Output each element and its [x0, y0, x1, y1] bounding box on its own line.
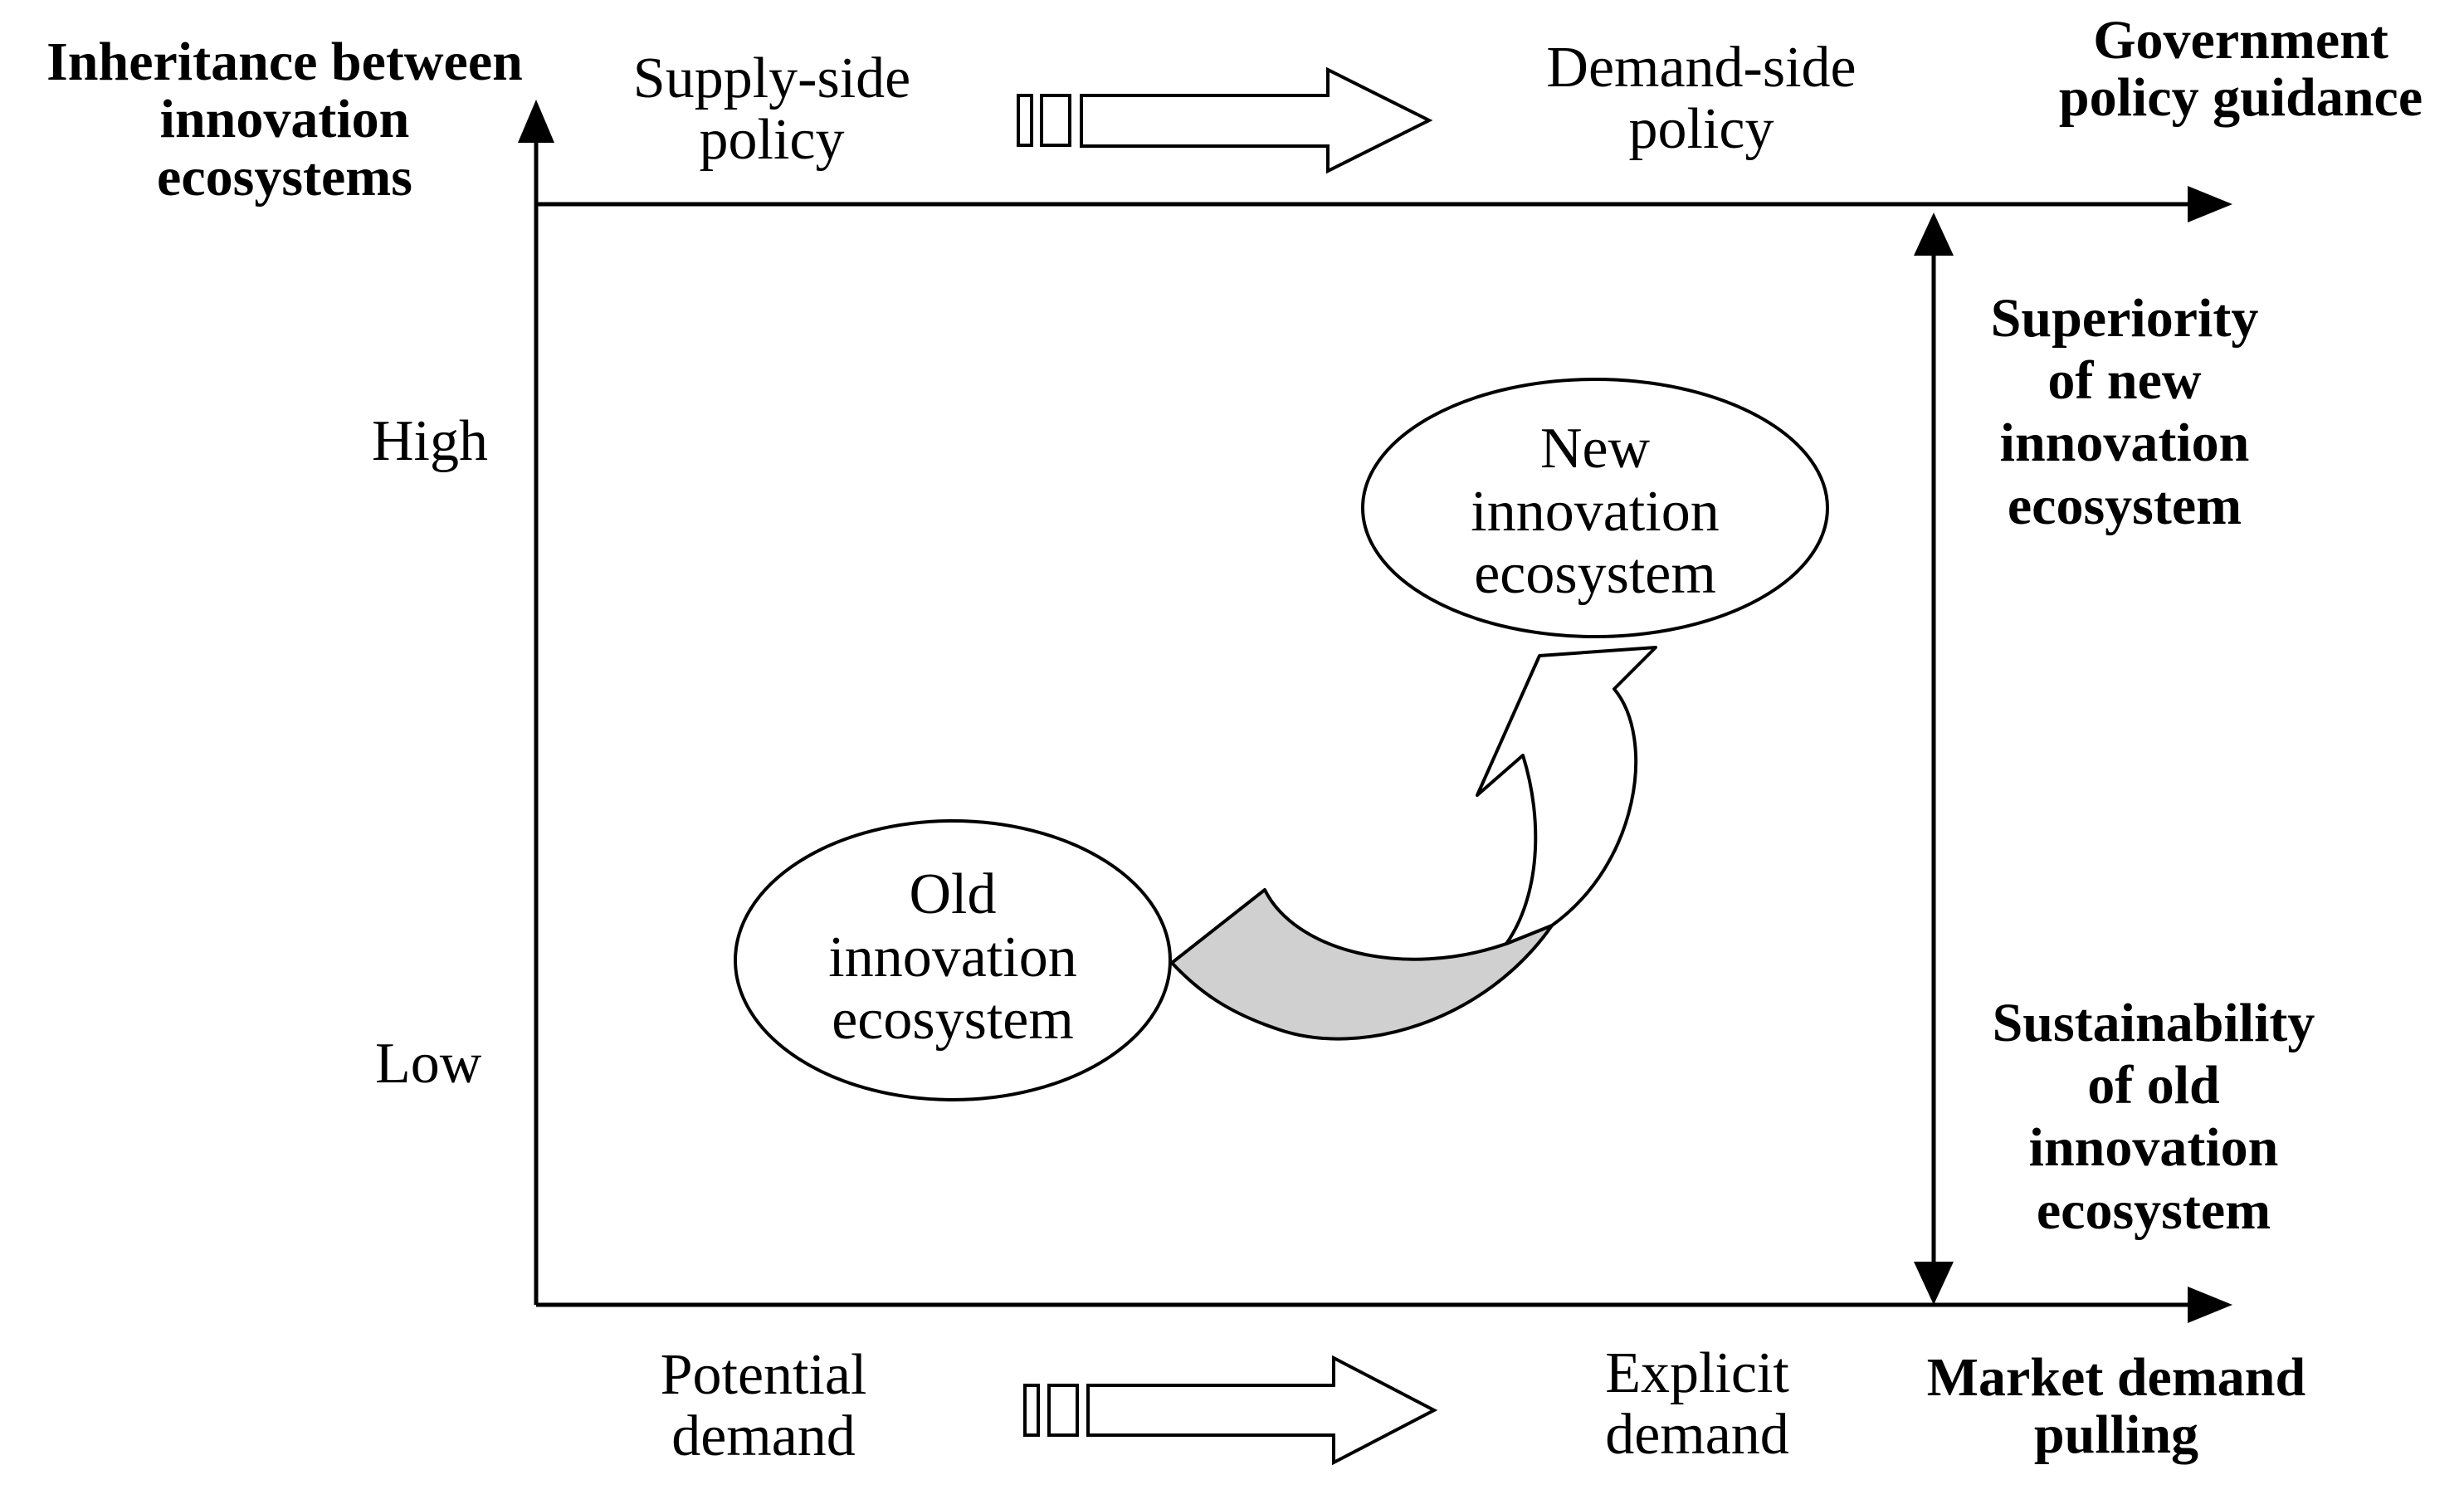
- top-axis-title: Government policy guidance: [2017, 12, 2464, 127]
- superiority-line-2: of new: [2047, 350, 2202, 412]
- curved-arrow-body: [1476, 646, 1657, 945]
- old-ecosystem-ellipse: [734, 819, 1172, 1101]
- new-ecosystem-ellipse: [1361, 378, 1829, 638]
- right-arrow-up-head: [1914, 212, 1954, 256]
- new-ecosystem-line-2: innovation: [1471, 479, 1720, 544]
- old-ecosystem-line-2: innovation: [828, 925, 1077, 989]
- new-ecosystem-line-3: ecosystem: [1474, 542, 1716, 607]
- bottom-axis-title-line-1: Market demand: [1926, 1347, 2306, 1408]
- bottom-block-arrow-body: [1086, 1355, 1438, 1466]
- superiority-line-4: ecosystem: [2007, 475, 2242, 536]
- explicit-demand-line-2: demand: [1605, 1402, 1789, 1467]
- superiority-label: Superiority of new innovation ecosystem: [1950, 287, 2299, 537]
- explicit-demand-line-1: Explicit: [1605, 1341, 1789, 1405]
- potential-demand-line-2: demand: [671, 1404, 856, 1468]
- old-ecosystem-line-1: Old: [909, 862, 997, 926]
- bottom-axis-title: Market demand pulling: [1859, 1349, 2374, 1464]
- top-block-arrow-bar-2: [1040, 94, 1071, 147]
- top-axis-title-line-2: policy guidance: [2058, 67, 2423, 129]
- top-block-arrow-body: [1080, 66, 1433, 174]
- new-ecosystem-line-1: New: [1539, 417, 1651, 481]
- bottom-block-arrow: [1023, 1355, 1438, 1466]
- supply-side-line-2: policy: [699, 107, 845, 172]
- high-label: High: [372, 409, 488, 473]
- bottom-block-arrow-bar-2: [1047, 1384, 1079, 1437]
- low-label: Low: [375, 1032, 482, 1096]
- bottom-block-arrow-bar-1: [1023, 1384, 1040, 1437]
- y-axis-title-line-1: Inheritance between: [46, 32, 523, 92]
- sustainability-label: Sustainability of old innovation ecosyst…: [1946, 992, 2361, 1242]
- y-axis-title-line-2: innovation: [159, 89, 410, 150]
- old-ecosystem-label: Old innovation ecosystem: [754, 863, 1152, 1052]
- sustainability-line-1: Sustainability: [1992, 993, 2315, 1053]
- bottom-axis-title-line-2: pulling: [2033, 1404, 2199, 1466]
- y-axis-title: Inheritance between innovation ecosystem…: [7, 33, 563, 206]
- top-block-arrow: [1017, 66, 1433, 174]
- bottom-axis-arrowhead: [2188, 1287, 2232, 1323]
- explicit-demand-label: Explicit demand: [1527, 1343, 1867, 1465]
- top-block-arrow-bar-1: [1017, 94, 1033, 147]
- potential-demand-line-1: Potential: [660, 1343, 867, 1407]
- superiority-line-3: innovation: [1999, 413, 2250, 474]
- superiority-line-1: Superiority: [1990, 288, 2259, 349]
- new-ecosystem-label: New innovation ecosystem: [1396, 418, 1794, 606]
- right-arrow-down-head: [1914, 1262, 1954, 1305]
- demand-side-policy-label: Demand-side policy: [1510, 37, 1892, 159]
- potential-demand-label: Potential demand: [581, 1345, 946, 1467]
- supply-side-policy-label: Supply-side policy: [581, 48, 963, 170]
- sustainability-line-2: of old: [2087, 1055, 2220, 1116]
- top-axis-title-line-1: Government: [2093, 10, 2388, 71]
- curved-transition-arrow: [1170, 646, 1657, 1041]
- demand-side-line-2: policy: [1628, 96, 1774, 161]
- sustainability-line-4: ecosystem: [2036, 1179, 2271, 1241]
- demand-side-line-1: Demand-side: [1546, 36, 1857, 100]
- supply-side-line-1: Supply-side: [632, 46, 911, 110]
- y-axis-arrowhead: [518, 100, 554, 143]
- top-axis-arrowhead: [2188, 186, 2232, 222]
- y-axis-title-line-3: ecosystems: [157, 146, 412, 208]
- old-ecosystem-line-3: ecosystem: [832, 988, 1074, 1052]
- sustainability-line-3: innovation: [2028, 1117, 2279, 1179]
- curved-arrow-shaded-fold: [1170, 888, 1554, 1041]
